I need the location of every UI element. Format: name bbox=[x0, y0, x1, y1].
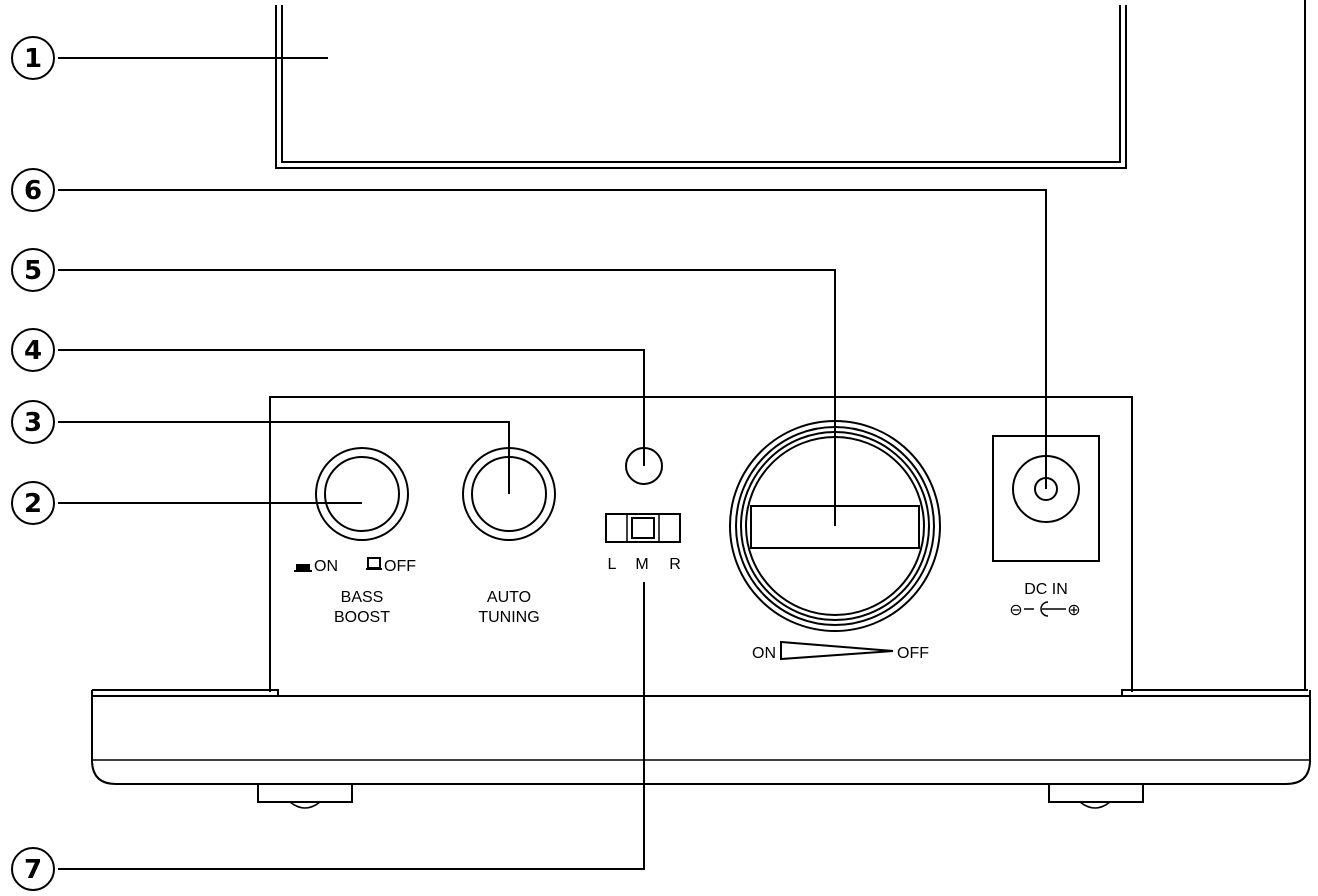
svg-text:6: 6 bbox=[24, 176, 42, 206]
svg-text:2: 2 bbox=[24, 489, 42, 519]
bass-off-icon bbox=[366, 557, 382, 570]
dc-minus-symbol: ⊖ bbox=[1009, 602, 1022, 619]
switch-r-label: R bbox=[669, 556, 681, 573]
bass-boost-button[interactable] bbox=[315, 447, 409, 541]
callout-3: 3 bbox=[11, 400, 55, 444]
leader-7 bbox=[58, 582, 645, 870]
dial-off-label: OFF bbox=[897, 645, 929, 662]
callout-5: 5 bbox=[11, 248, 55, 292]
svg-text:1: 1 bbox=[24, 44, 42, 74]
callout-leaders bbox=[58, 57, 1047, 870]
base bbox=[91, 689, 1311, 785]
bass-on-icon bbox=[294, 564, 312, 572]
foot-right bbox=[1048, 783, 1144, 809]
svg-text:5: 5 bbox=[24, 256, 42, 286]
bass-boost-label-line2: BOOST bbox=[334, 609, 390, 626]
callout-4: 4 bbox=[11, 328, 55, 372]
dial-on-label: ON bbox=[752, 645, 776, 662]
foot-left bbox=[257, 783, 353, 809]
control-panel bbox=[269, 396, 1133, 692]
auto-tuning-label-line2: TUNING bbox=[478, 609, 539, 626]
dc-polarity-icon: ⊖ ⊕ bbox=[1009, 601, 1081, 619]
leader-3 bbox=[58, 421, 510, 494]
svg-text:4: 4 bbox=[24, 336, 42, 366]
callout-2: 2 bbox=[11, 481, 55, 525]
lmr-selector-switch[interactable] bbox=[605, 513, 681, 543]
leader-4 bbox=[58, 349, 645, 466]
leader-5 bbox=[58, 269, 836, 526]
leader-6 bbox=[58, 189, 1047, 489]
bass-off-label: OFF bbox=[384, 558, 416, 575]
callout-6: 6 bbox=[11, 168, 55, 212]
switch-m-label: M bbox=[635, 556, 648, 573]
auto-tuning-label-line1: AUTO bbox=[487, 589, 531, 606]
volume-wedge-icon bbox=[780, 640, 894, 661]
bass-on-label: ON bbox=[314, 558, 338, 575]
dc-plus-symbol: ⊕ bbox=[1067, 602, 1080, 619]
svg-text:3: 3 bbox=[24, 408, 42, 438]
bass-boost-label-line1: BASS bbox=[341, 589, 384, 606]
callout-1: 1 bbox=[11, 36, 55, 80]
callout-7: 7 bbox=[11, 847, 55, 891]
svg-text:7: 7 bbox=[24, 855, 42, 885]
top-panel bbox=[275, 5, 1127, 169]
switch-l-label: L bbox=[608, 556, 617, 573]
dc-in-label: DC IN bbox=[1024, 581, 1068, 598]
